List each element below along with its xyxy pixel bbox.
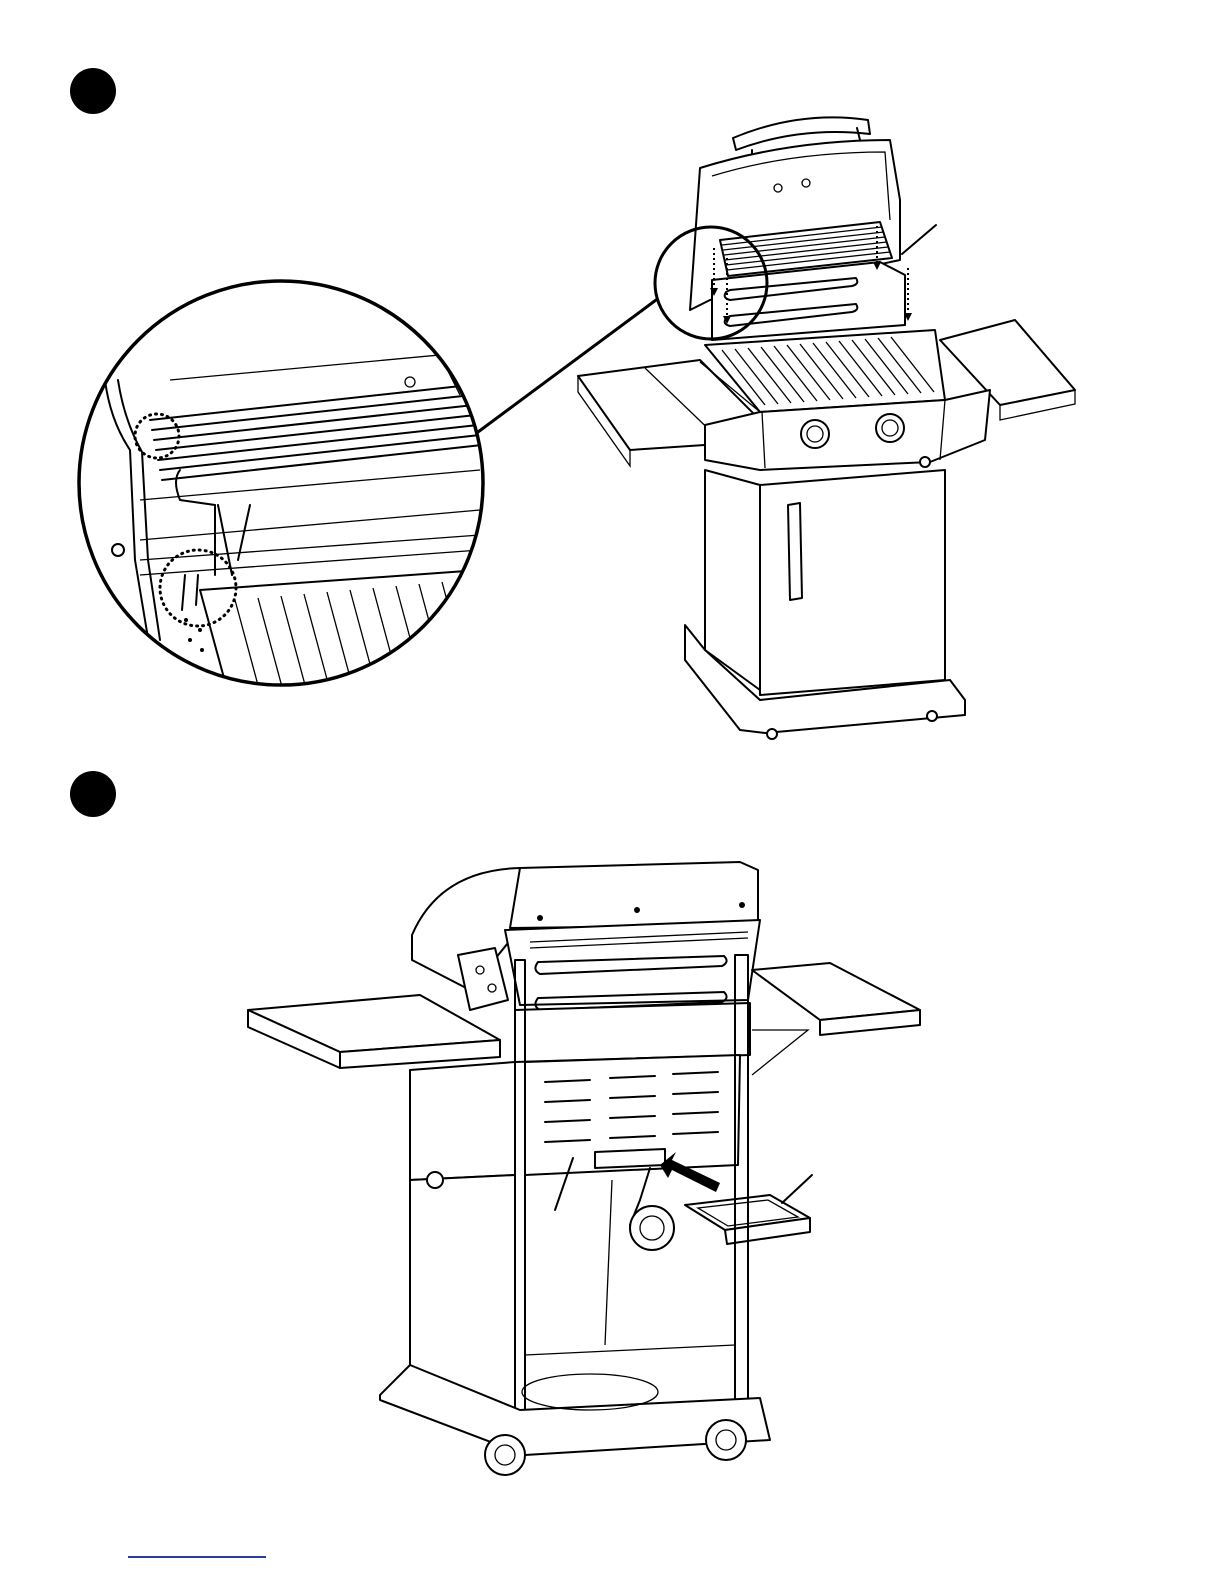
- firebox-rear: [515, 1003, 750, 1062]
- grease-tray-slot: [595, 1149, 665, 1168]
- door-knob: [427, 1172, 443, 1188]
- cart-left-side-upper: [410, 1062, 515, 1180]
- grease-tray-callout-line: [782, 1175, 812, 1203]
- footer-rule: [128, 1556, 266, 1558]
- right-side-shelf-rear: [752, 963, 920, 1020]
- hinge-bracket: [458, 948, 508, 1010]
- tank-ring: [522, 1374, 658, 1410]
- wheel-right: [706, 1420, 746, 1460]
- lid-top: [510, 862, 758, 928]
- regulator: [630, 1206, 674, 1250]
- wheel-left: [485, 1435, 525, 1475]
